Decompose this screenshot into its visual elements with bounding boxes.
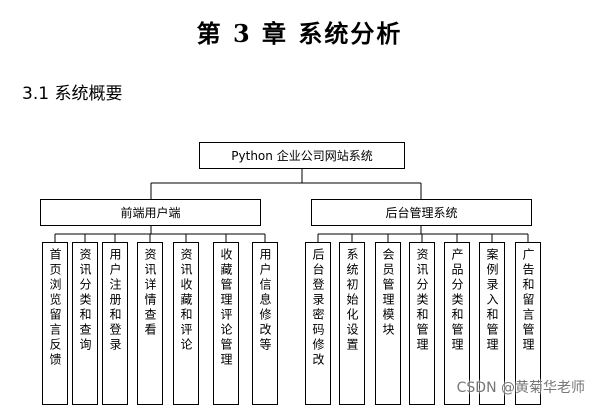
leaf-node-label: 资讯分类和管理 [415,248,429,353]
leaf-node-label: 收藏管理评论管理 [219,248,233,368]
leaf-node-frontend-1: 首页浏览留言反馈 [42,242,68,405]
leaf-node-frontend-7: 用户信息修改等 [252,242,278,405]
leaf-node-frontend-3: 用户注册和登录 [102,242,128,405]
group-node-frontend: 前端用户端 [40,199,261,226]
leaf-node-backend-4: 资讯分类和管理 [409,242,435,405]
leaf-node-label: 资讯详情查看 [143,248,157,338]
section-title: 3.1 系统概要 [22,84,123,104]
group-node-label: 前端用户端 [120,206,181,220]
leaf-node-label: 后台登录密码修改 [311,248,325,368]
chapter-title: 第 3 章 系统分析 [196,19,403,48]
root-node: Python 企业公司网站系统 [199,142,405,169]
leaf-node-backend-6: 案例录入和管理 [479,242,505,405]
group-node-backend: 后台管理系统 [311,199,532,226]
leaf-node-backend-7: 广告和留言管理 [515,242,541,405]
leaf-node-backend-5: 产品分类和管理 [444,242,470,405]
group-node-label: 后台管理系统 [385,206,458,220]
leaf-node-label: 用户注册和登录 [108,248,122,353]
leaf-node-label: 会员管理模块 [381,248,395,338]
leaf-node-backend-2: 系统初始化设置 [339,242,365,405]
leaf-node-label: 用户信息修改等 [258,248,272,353]
leaf-node-label: 资讯分类和查询 [78,248,92,353]
leaf-node-label: 首页浏览留言反馈 [48,248,62,368]
leaf-node-label: 系统初始化设置 [345,248,359,353]
leaf-node-frontend-5: 资讯收藏和评论 [173,242,199,405]
leaf-node-label: 案例录入和管理 [485,248,499,353]
leaf-node-frontend-6: 收藏管理评论管理 [213,242,239,405]
leaf-node-backend-3: 会员管理模块 [375,242,401,405]
leaf-node-frontend-4: 资讯详情查看 [137,242,163,405]
leaf-node-backend-1: 后台登录密码修改 [305,242,331,405]
root-node-label: Python 企业公司网站系统 [231,149,373,163]
leaf-node-label: 资讯收藏和评论 [179,248,193,353]
leaf-node-label: 产品分类和管理 [450,248,464,353]
leaf-node-frontend-2: 资讯分类和查询 [72,242,98,405]
watermark: CSDN @黄菊华老师 [456,380,585,396]
leaf-node-label: 广告和留言管理 [521,248,535,353]
